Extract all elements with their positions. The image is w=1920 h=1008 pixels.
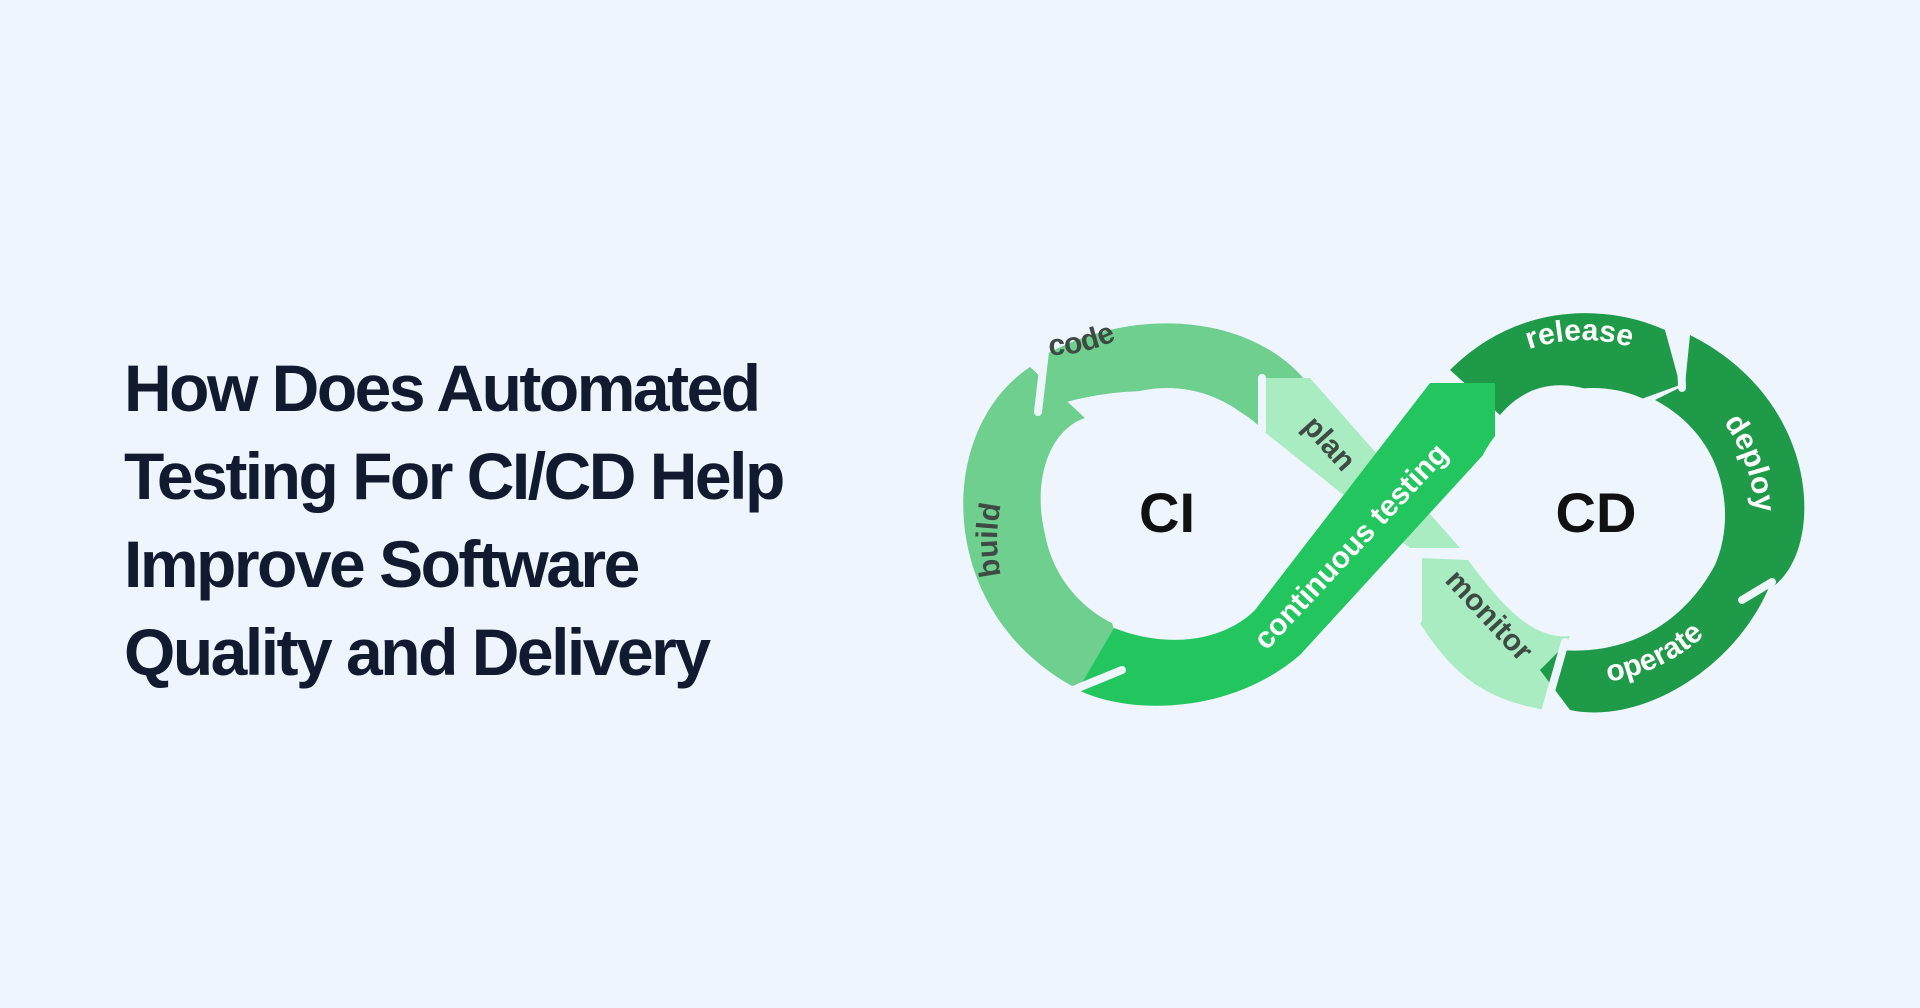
- title-line-3: Improve Software: [124, 527, 640, 601]
- release-segment: [1450, 313, 1680, 415]
- ci-label: CI: [1139, 481, 1195, 544]
- deploy-segment: [1655, 335, 1805, 600]
- title-line-2: Testing For CI/CD Help: [124, 439, 785, 513]
- code-segment: [1035, 323, 1305, 425]
- monitor-segment: [1418, 558, 1570, 710]
- title-line-4: Quality and Delivery: [124, 615, 711, 689]
- cd-loop: [1450, 313, 1805, 713]
- ci-inner-circle: [1043, 388, 1291, 636]
- build-segment: [963, 367, 1125, 686]
- operate-segment: [1540, 565, 1770, 713]
- cd-label: CD: [1556, 481, 1637, 544]
- ci-loop: [963, 323, 1305, 686]
- cd-inner-circle: [1469, 388, 1717, 636]
- title-line-1: How Does Automated: [124, 351, 761, 425]
- page-title: How Does Automated Testing For CI/CD Hel…: [124, 344, 884, 696]
- segment-separators: [1034, 326, 1776, 716]
- continuous-testing-segment: [1078, 383, 1495, 706]
